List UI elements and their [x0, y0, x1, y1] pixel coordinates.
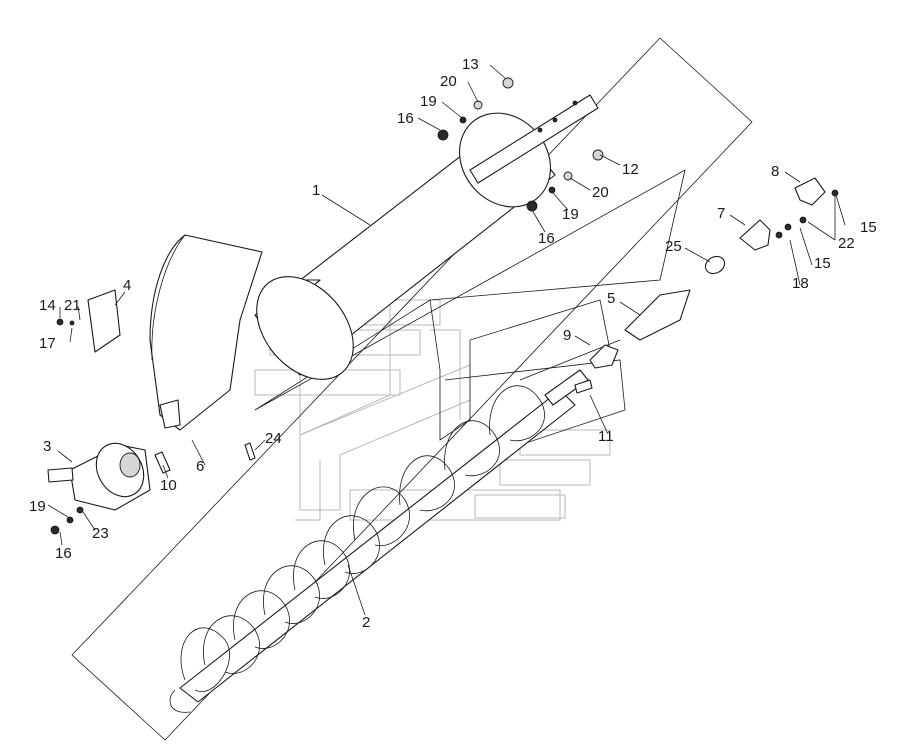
- callout-19c: 19: [29, 498, 46, 515]
- callout-19a: 19: [420, 93, 437, 110]
- callout-20a: 20: [440, 73, 457, 90]
- callout-21: 21: [64, 297, 81, 314]
- auger-part-2: [169, 369, 589, 713]
- watermark-logo: [254, 299, 611, 521]
- cover-part-6: [149, 234, 263, 431]
- callout-14: 14: [39, 297, 56, 314]
- callouts: 1 2 3 4 5 6 7 8 9 10 11 12 13 14 15 15 1…: [29, 56, 877, 631]
- callout-13: 13: [462, 56, 479, 73]
- callout-18: 18: [792, 275, 809, 292]
- tube-part-1: [254, 94, 599, 380]
- callout-15a: 15: [860, 219, 877, 236]
- callout-17: 17: [39, 335, 56, 352]
- callout-1: 1: [312, 182, 320, 199]
- callout-12: 12: [622, 161, 639, 178]
- flange-part-7: [739, 219, 771, 251]
- callout-16b: 16: [538, 230, 555, 247]
- gearbox-part-3: [47, 442, 151, 511]
- callout-7: 7: [717, 205, 725, 222]
- callout-6: 6: [196, 458, 204, 475]
- callout-23: 23: [92, 525, 109, 542]
- leader-lines: [47, 64, 846, 616]
- callout-16c: 16: [55, 545, 72, 562]
- callout-8: 8: [771, 163, 779, 180]
- callout-11: 11: [598, 428, 614, 445]
- panel-plates: [254, 169, 686, 451]
- callout-22: 22: [838, 235, 855, 252]
- callout-2: 2: [362, 614, 370, 631]
- flange-part-8: [794, 177, 826, 206]
- callout-16a: 16: [397, 110, 414, 127]
- callout-9: 9: [563, 327, 571, 344]
- callout-24: 24: [265, 430, 282, 447]
- callout-20b: 20: [592, 184, 609, 201]
- callout-3: 3: [43, 438, 51, 455]
- callout-15b: 15: [814, 255, 831, 272]
- bracket-part-5: [624, 289, 691, 341]
- bearing-part-25: [704, 255, 726, 275]
- callout-19b: 19: [562, 206, 579, 223]
- callout-4: 4: [123, 277, 131, 294]
- bracket-part-9: [589, 344, 619, 369]
- callout-25: 25: [665, 238, 682, 255]
- plate-part-4: [87, 289, 121, 353]
- hardware: [50, 77, 839, 535]
- callout-10: 10: [160, 477, 177, 494]
- callout-5: 5: [607, 290, 615, 307]
